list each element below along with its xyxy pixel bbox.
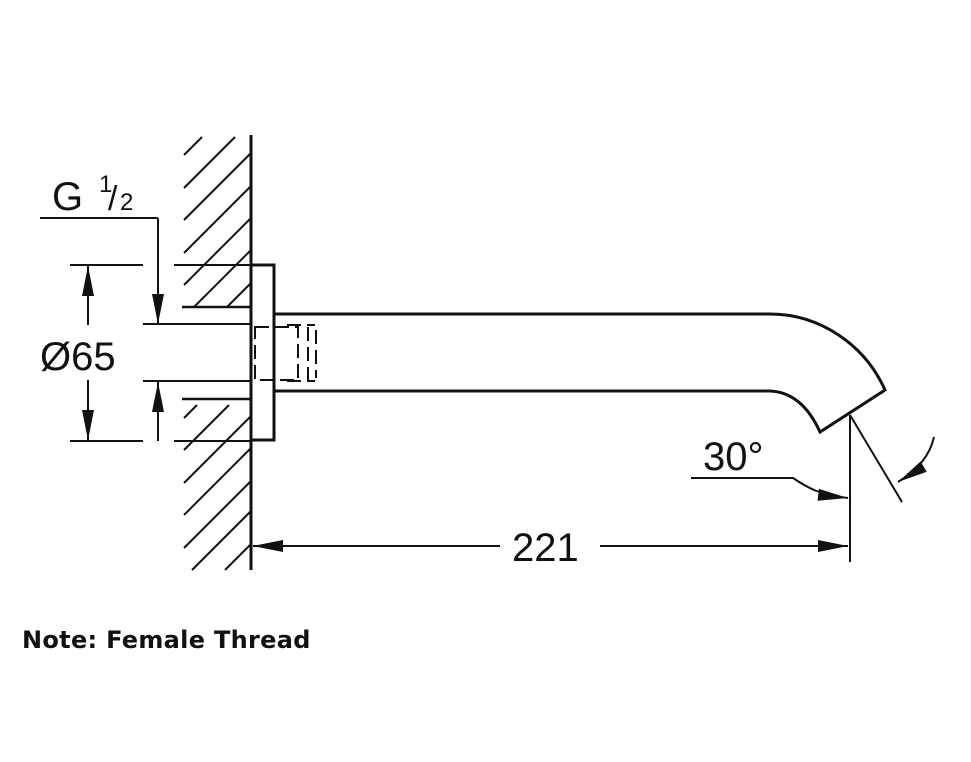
wall bbox=[182, 135, 253, 571]
hidden-thread bbox=[254, 324, 317, 382]
spout-body bbox=[274, 312, 887, 435]
thread-fraction-separator: / bbox=[108, 180, 118, 218]
wall-hatching bbox=[183, 136, 252, 571]
length-label: 221 bbox=[512, 526, 579, 570]
thread-label: G bbox=[52, 175, 83, 219]
diameter-label: Ø65 bbox=[40, 335, 116, 379]
thread-fraction-denominator: 2 bbox=[120, 189, 133, 216]
rosette bbox=[251, 263, 276, 442]
thread-fraction-numerator: 1 bbox=[99, 171, 112, 198]
angle-label: 30° bbox=[703, 435, 764, 479]
angle-dimension bbox=[691, 414, 935, 562]
note-text: Note: Female Thread bbox=[22, 626, 311, 654]
thread-leader bbox=[40, 217, 251, 441]
diameter-dimension bbox=[70, 264, 251, 442]
